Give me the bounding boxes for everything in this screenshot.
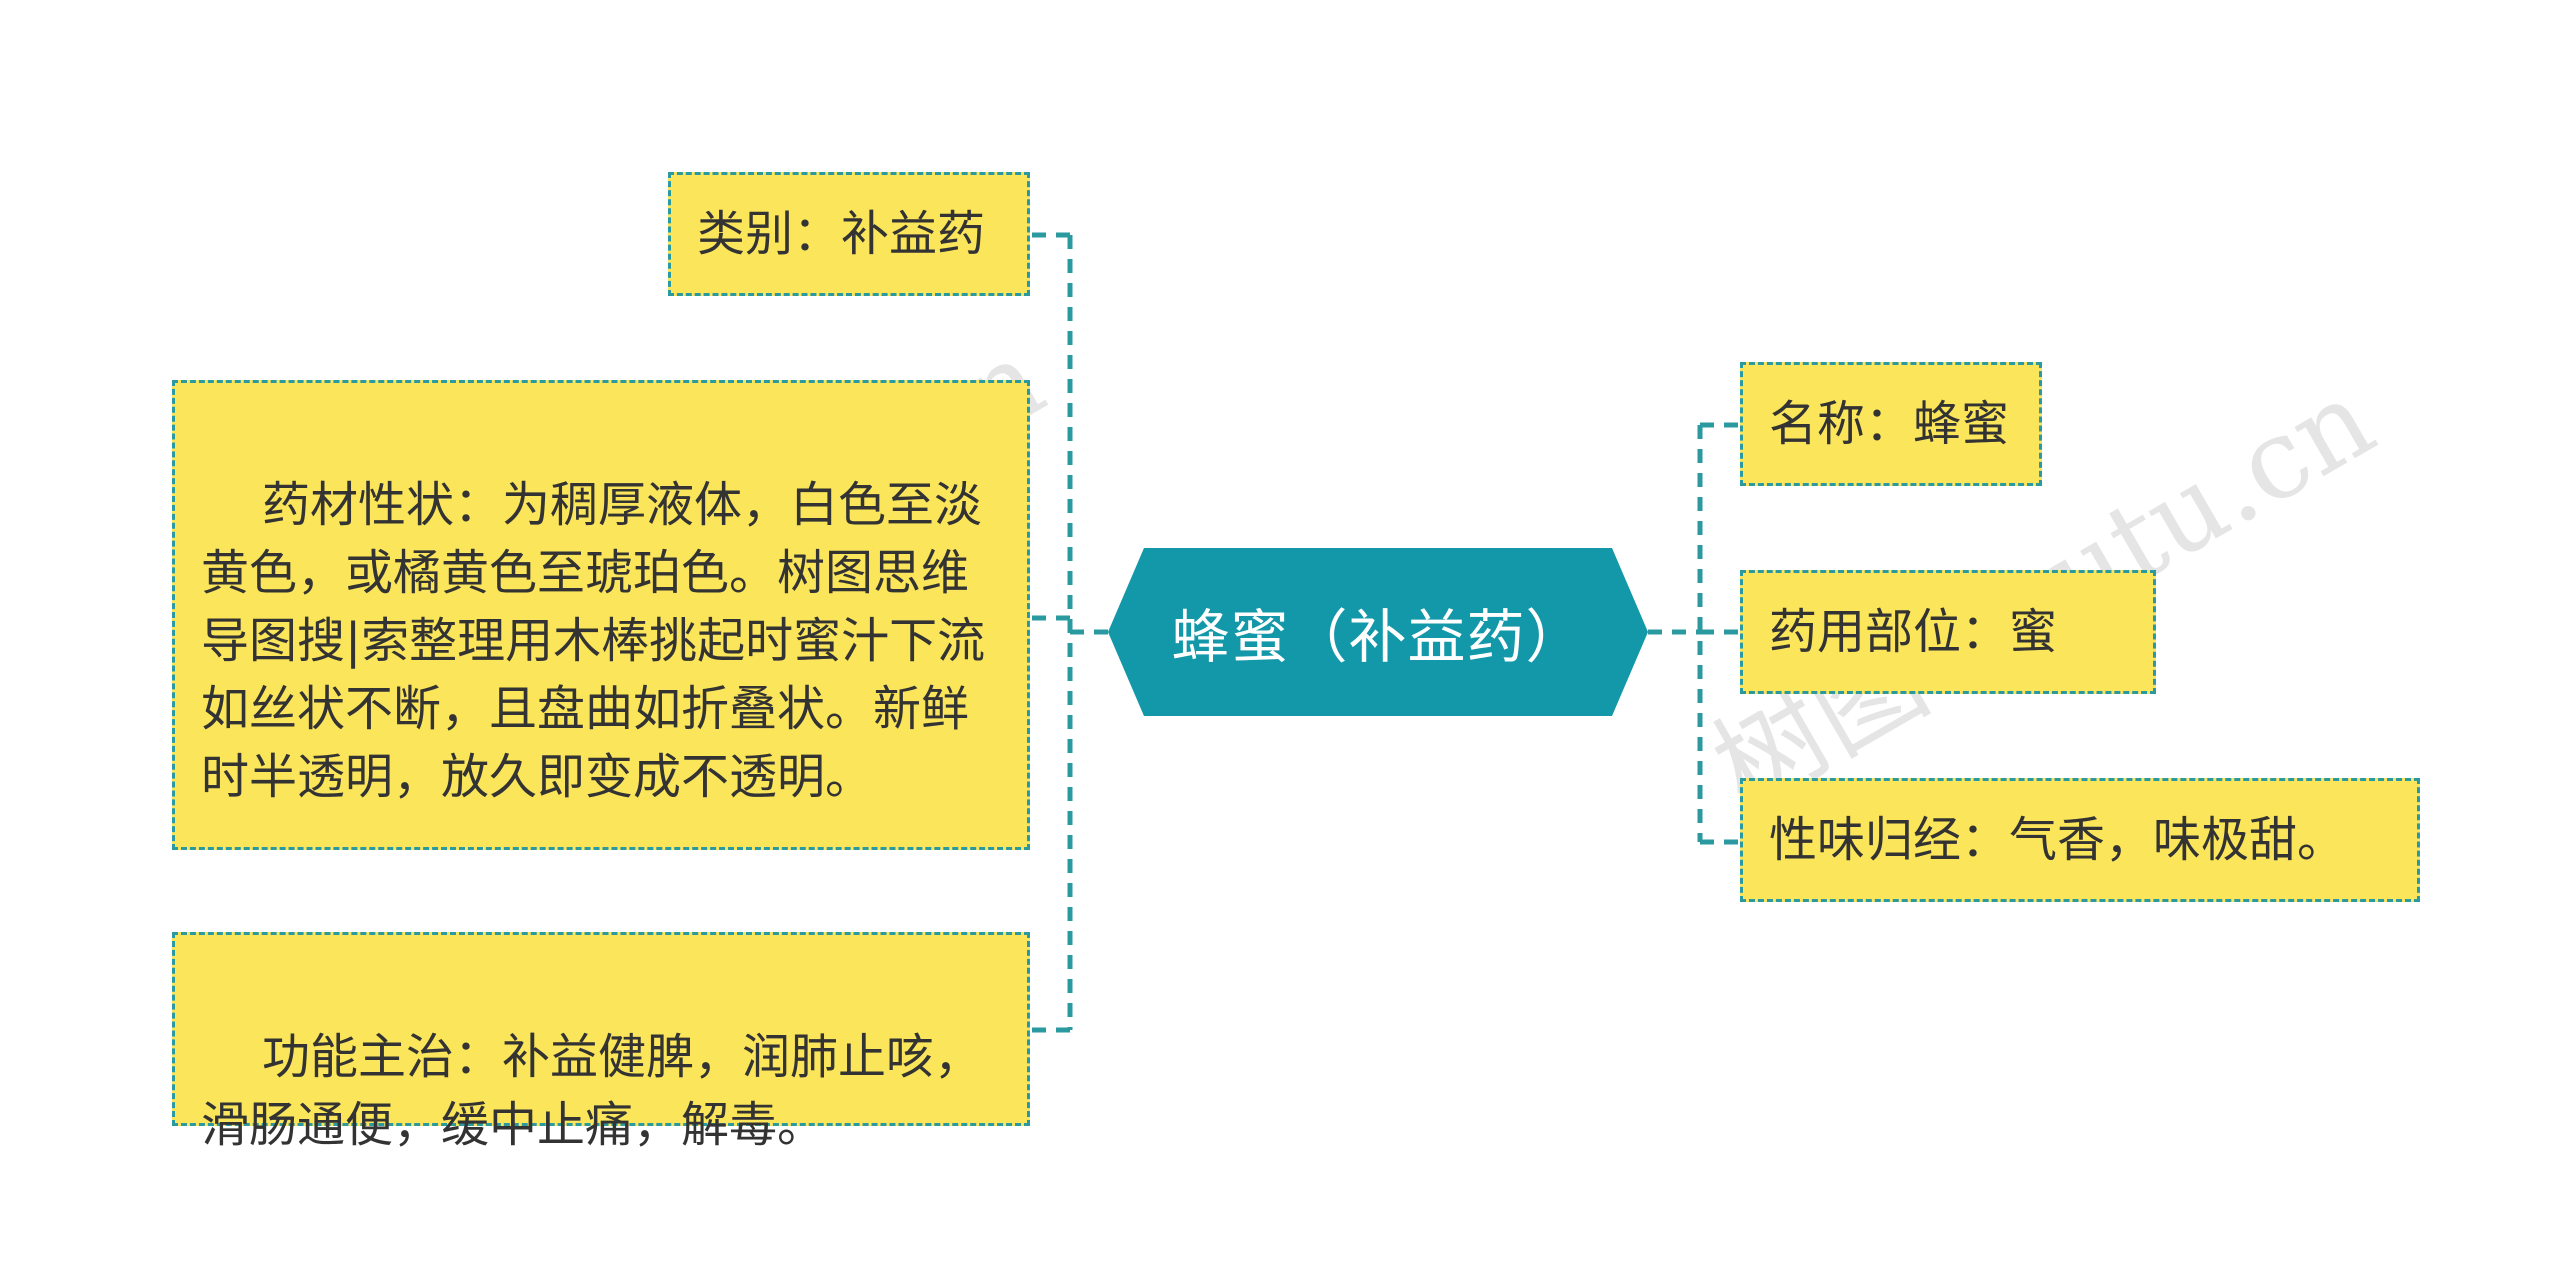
node-category-text: 类别：补益药 xyxy=(697,206,986,262)
node-name[interactable]: 名称：蜂蜜 xyxy=(1740,362,2042,486)
node-function[interactable]: 功能主治：补益健脾，润肺止咳，滑肠通便，缓中止痛，解毒。 xyxy=(172,932,1030,1153)
central-topic[interactable]: 蜂蜜（补益药） xyxy=(1108,548,1648,716)
node-part[interactable]: 药用部位：蜜 xyxy=(1740,570,2156,694)
node-part-text: 药用部位：蜜 xyxy=(1769,604,2058,660)
node-appearance-text: 药材性状：为稠厚液体，白色至淡黄色，或橘黄色至琥珀色。树图思维导图搜|索整理用木… xyxy=(201,477,986,805)
node-name-text: 名称：蜂蜜 xyxy=(1769,396,2010,452)
central-topic-label: 蜂蜜（补益药） xyxy=(1171,603,1585,671)
node-nature[interactable]: 性味归经：气香，味极甜。 xyxy=(1740,778,2420,902)
node-function-text: 功能主治：补益健脾，润肺止咳，滑肠通便，缓中止痛，解毒。 xyxy=(201,1029,983,1153)
node-category[interactable]: 类别：补益药 xyxy=(668,172,1030,296)
node-appearance[interactable]: 药材性状：为稠厚液体，白色至淡黄色，或橘黄色至琥珀色。树图思维导图搜|索整理用木… xyxy=(172,380,1030,850)
node-nature-text: 性味归经：气香，味极甜。 xyxy=(1769,812,2346,868)
central-topic-shape xyxy=(1108,548,1648,716)
